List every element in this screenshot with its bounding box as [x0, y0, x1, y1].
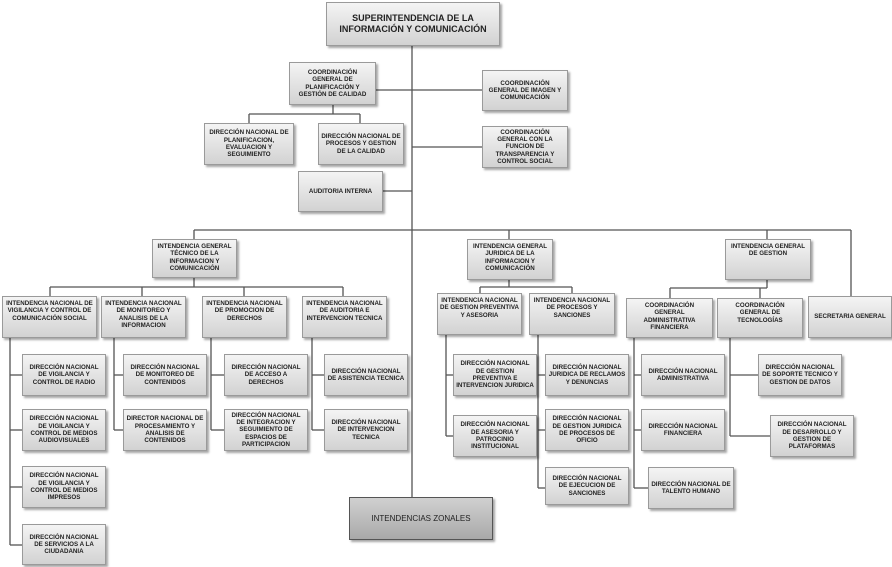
- node-dn-radio: DIRECCIÓN NACIONAL DE VIGILANCIA Y CONTR…: [22, 354, 106, 396]
- node-in-procesos-sanciones: INTENDENCIA NACIONAL DE PROCESOS Y SANCI…: [529, 293, 615, 335]
- node-dn-asesoria: DIRECCIÓN NACIONAL DE ASESORIA Y PATROCI…: [453, 415, 537, 457]
- node-dn-procesamiento: DIRECTOR NACIONAL DE PROCESAMIENTO Y ANA…: [123, 409, 207, 451]
- node-coord-planificacion: COORDINACIÓN GENERAL DE PLANIFICACIÓN Y …: [289, 62, 376, 105]
- node-cg-tecnologias: COORDINACIÓN GENERAL DE TECNOLOGÍAS: [717, 298, 803, 338]
- node-coord-transparencia: COORDINACIÓN GENERAL CON LA FUNCION DE T…: [482, 126, 568, 168]
- node-in-promocion: INTENDENCIA NACIONAL DE PROMOCION DE DER…: [202, 296, 287, 338]
- node-dn-planificacion: DIRECCIÓN NACIONAL DE PLANIFICACION, EVA…: [204, 123, 294, 165]
- node-dn-gestion-juridica: DIRECCIÓN NACIONAL DE GESTION JURIDICA D…: [545, 409, 629, 451]
- node-dn-impresos: DIRECCIÓN NACIONAL DE VIGILANCIA Y CONTR…: [22, 466, 106, 508]
- node-dn-integracion: DIRECCIÓN NACIONAL DE INTEGRACION Y SEGU…: [224, 409, 308, 451]
- node-in-vigilancia: INTENDENCIA NACIONAL DE VIGILANCIA Y CON…: [2, 296, 97, 338]
- node-secretaria: SECRETARIA GENERAL: [808, 296, 892, 338]
- node-intendencias-zonales: INTENDENCIAS ZONALES: [349, 497, 493, 540]
- node-dn-asistencia: DIRECCIÓN NACIONAL DE ASISTENCIA TECNICA: [324, 354, 408, 396]
- node-ig-gestion: INTENDENCIA GENERAL DE GESTION: [725, 239, 811, 280]
- node-dn-servicios: DIRECCIÓN NACIONAL DE SERVICIOS A LA CIU…: [22, 524, 106, 565]
- node-in-auditoria: INTENDENCIA NACIONAL DE AUDITORIA E INTE…: [302, 296, 387, 338]
- node-dn-audiovisuales: DIRECCIÓN NACIONAL DE VIGILANCIA Y CONTR…: [22, 409, 106, 451]
- node-cg-administrativa: COORDINACIÓN GENERAL ADMINISTRATIVA FINA…: [626, 298, 713, 338]
- node-dn-gestion-preventiva: DIRECCIÓN NACIONAL DE GESTION PREVENTIVA…: [453, 354, 537, 396]
- node-superintendencia: SUPERINTENDENCIA DE LA INFORMACIÓN Y COM…: [326, 2, 500, 46]
- node-dn-intervencion: DIRECCIÓN NACIONAL DE INTERVENCION TECNI…: [324, 409, 408, 451]
- node-dn-desarrollo: DIRECCIÓN NACIONAL DE DESARROLLO Y GESTI…: [770, 415, 854, 457]
- node-dn-reclamos: DIRECCIÓN NACIONAL JURIDICA DE RECLAMOS …: [545, 354, 629, 396]
- node-dn-procesos-calidad: DIRECCIÓN NACIONAL DE PROCESOS Y GESTION…: [318, 123, 404, 165]
- node-dn-talento: DIRECCIÓN NACIONAL DE TALENTO HUMANO: [648, 467, 734, 509]
- node-dn-monitoreo: DIRECCIÓN NACIONAL DE MONITOREO DE CONTE…: [123, 354, 207, 396]
- node-ig-juridica: INTENDENCIA GENERAL JURIDICA DE LA INFOR…: [467, 239, 553, 280]
- node-ig-tecnico: INTENDENCIA GENERAL TÉCNICO DE LA INFORM…: [152, 239, 237, 278]
- node-in-monitoreo: INTENDENCIA NACIONAL DE MONITOREO Y ANAL…: [101, 296, 186, 338]
- node-dn-acceso: DIRECCIÓN NACIONAL DE ACCESO A DERECHOS: [224, 354, 308, 396]
- node-dn-administrativa: DIRECCIÓN NACIONAL ADMINISTRATIVA: [641, 354, 725, 396]
- node-dn-soporte: DIRECCIÓN NACIONAL DE SOPORTE TECNICO Y …: [758, 354, 842, 396]
- node-dn-ejecucion: DIRECCIÓN NACIONAL DE EJECUCION DE SANCI…: [545, 467, 629, 505]
- node-coord-imagen: COORDINACIÓN GENERAL DE IMAGEN Y COMUNIC…: [482, 70, 568, 111]
- node-dn-financiera: DIRECCIÓN NACIONAL FINANCIERA: [641, 409, 725, 451]
- node-in-gestion-preventiva: INTENDENCIA NACIONAL DE GESTION PREVENTI…: [437, 293, 522, 335]
- node-auditoria-interna: AUDITORIA INTERNA: [298, 171, 383, 212]
